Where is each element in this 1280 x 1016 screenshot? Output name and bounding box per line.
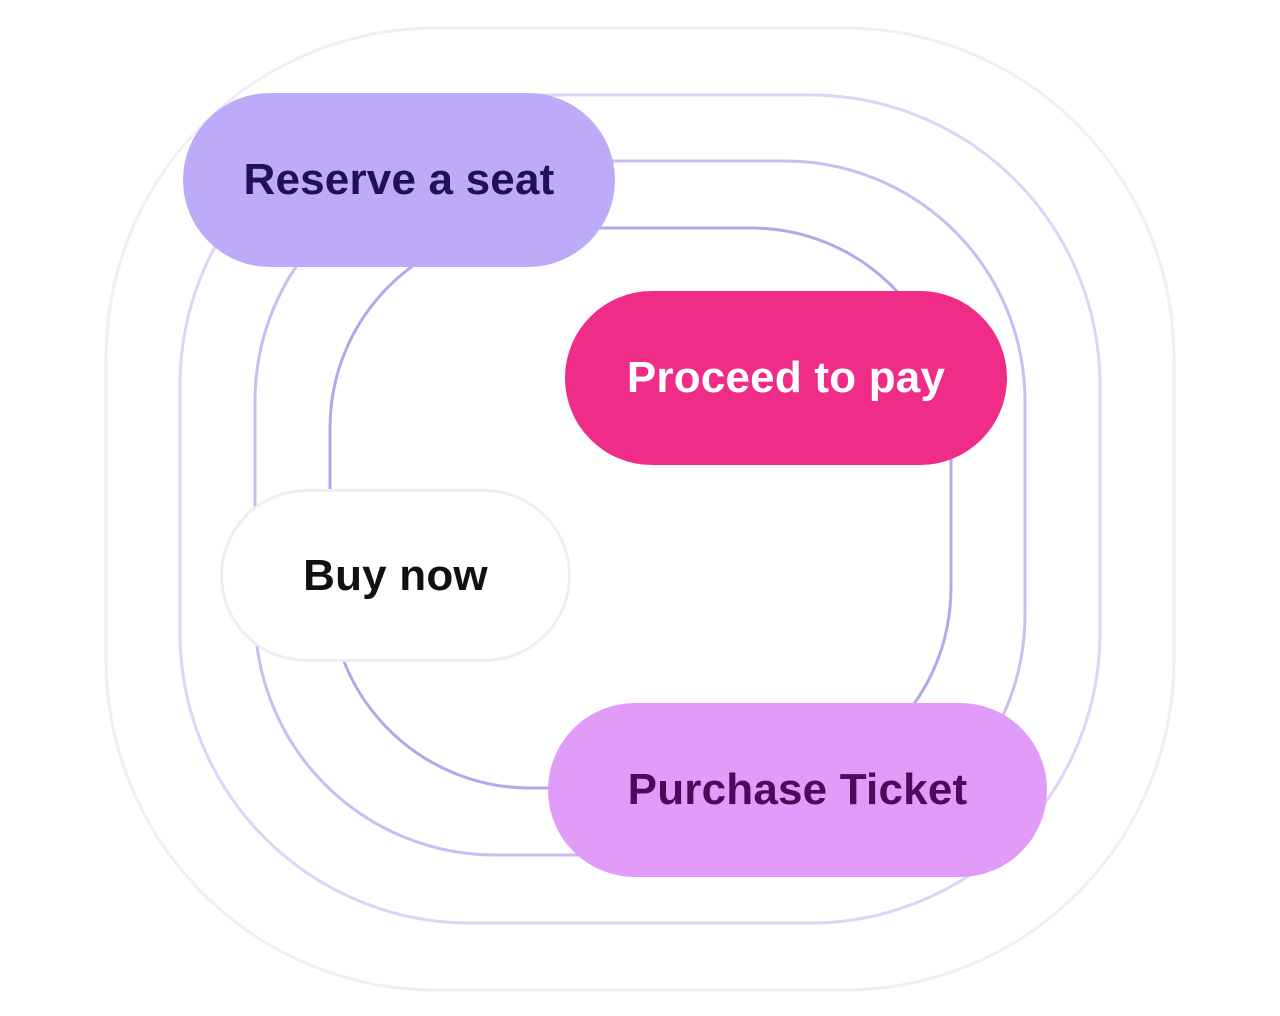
purchase-ticket-button[interactable]: Purchase Ticket: [548, 703, 1047, 877]
reserve-seat-button[interactable]: Reserve a seat: [183, 93, 615, 267]
ring-outer: [178, 93, 1102, 925]
proceed-to-pay-button[interactable]: Proceed to pay: [565, 291, 1007, 465]
ring-faint: [104, 26, 1176, 992]
buy-now-button[interactable]: Buy now: [220, 489, 571, 662]
